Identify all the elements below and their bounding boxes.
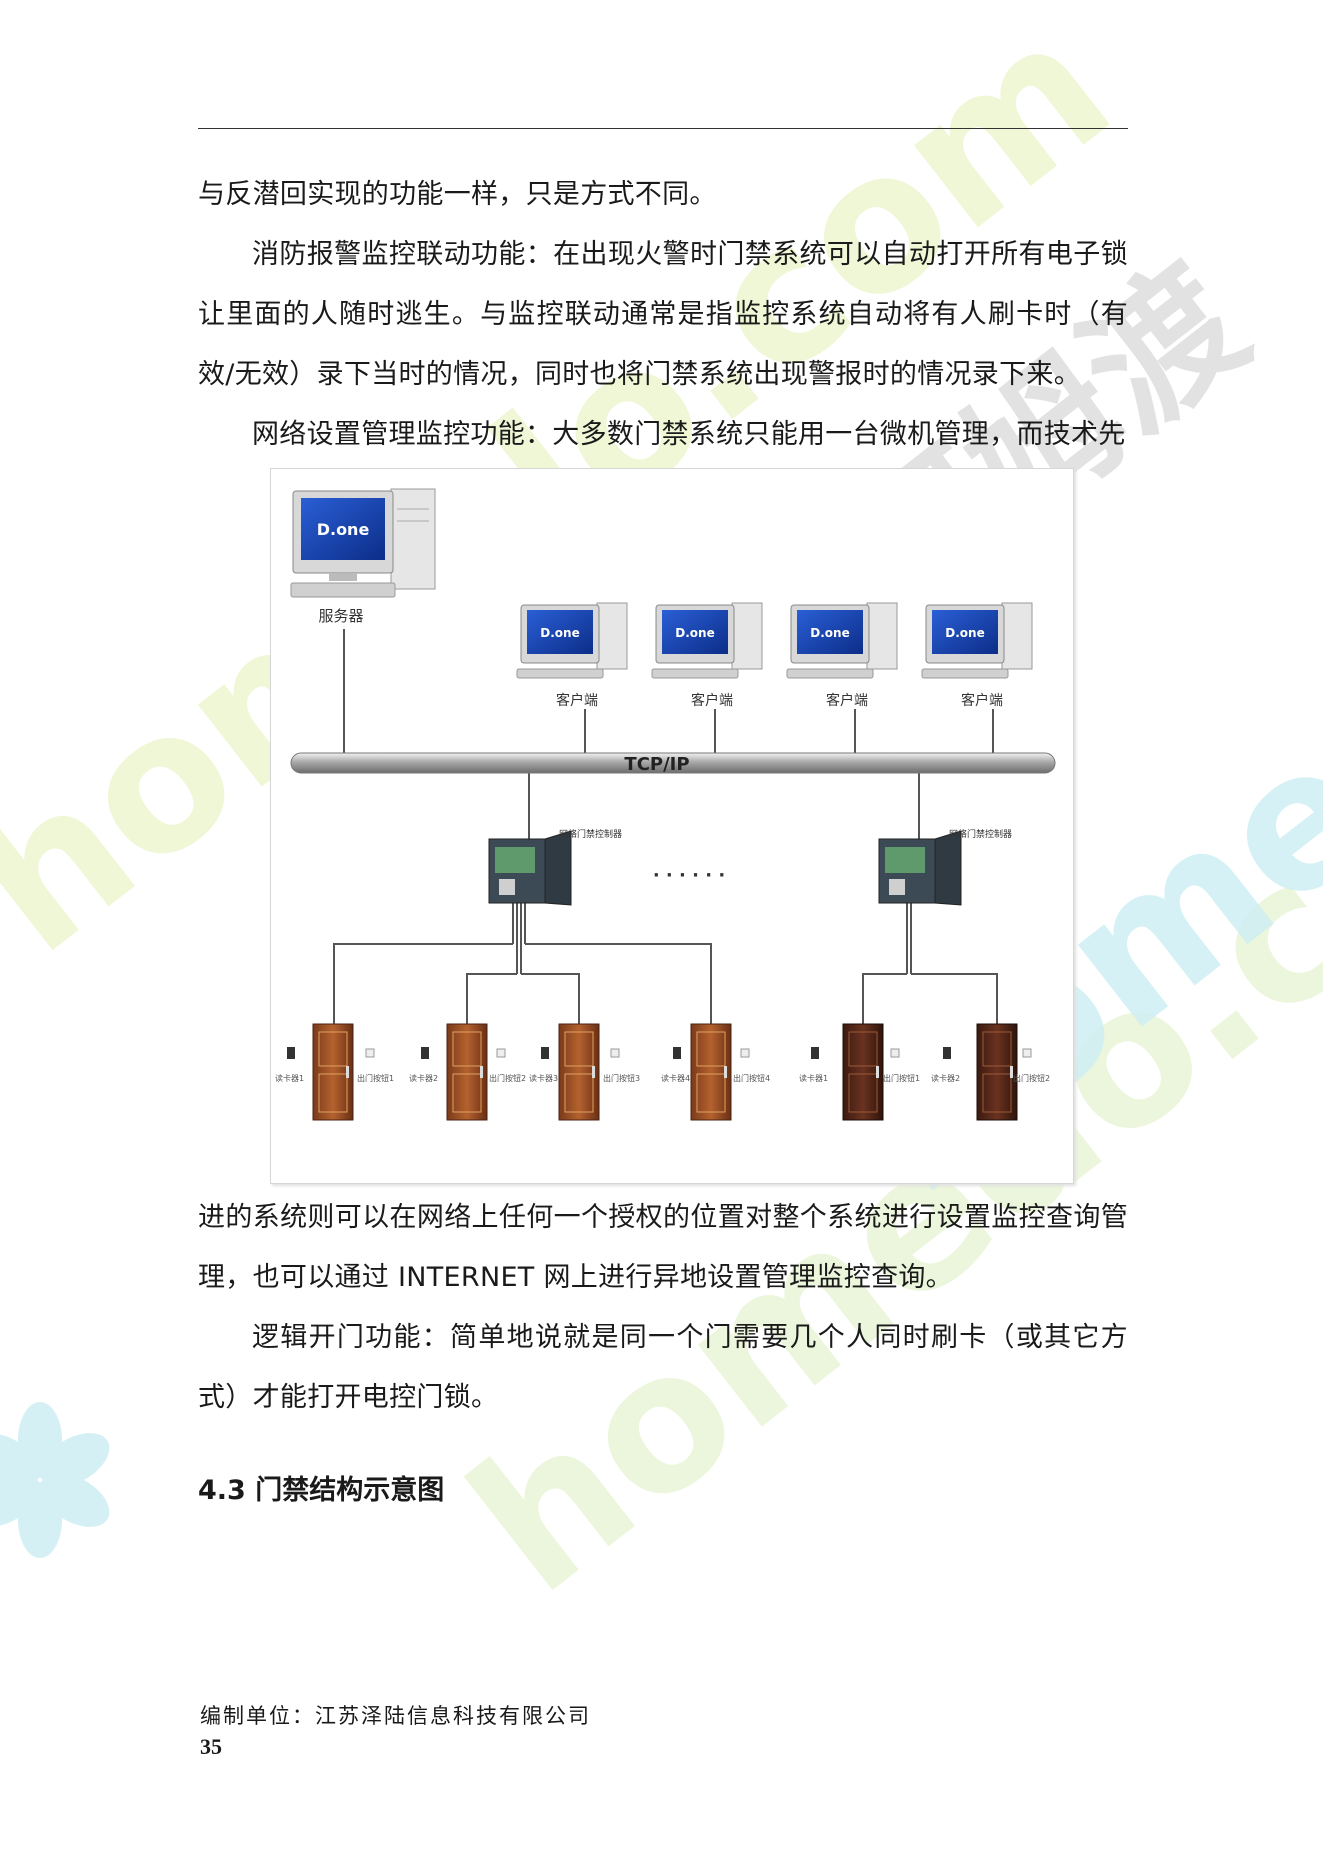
- client-label-2: 客户端: [691, 692, 733, 709]
- client-label-1: 客户端: [556, 692, 598, 709]
- reader-icon-1: [287, 1047, 295, 1059]
- reader-label-1: 读卡器1: [275, 1073, 304, 1083]
- controller-label-2: 网络门禁控制器: [949, 828, 1012, 840]
- paragraph-3: 网络设置管理监控功能：大多数门禁系统只能用一台微机管理，而技术先: [252, 419, 1126, 450]
- reader-icon-4: [673, 1047, 681, 1059]
- bus-label: TCP/IP: [624, 754, 689, 775]
- button-label-6: 出门按钮2: [1013, 1073, 1050, 1083]
- client-3-brand: D.one: [810, 626, 849, 640]
- exit-button-icon-1: [365, 1048, 375, 1058]
- controller-ellipsis: · · · · · ·: [653, 865, 725, 886]
- network-diagram-svg: TCP/IP D.one 服务器 D.one 客户端 D.one: [275, 488, 1056, 1121]
- button-label-5: 出门按钮1: [883, 1073, 920, 1083]
- reader-icon-2: [421, 1047, 429, 1059]
- paragraph-2: 消防报警监控联动功能：在出现火警时门禁系统可以自动打开所有电子锁让里面的人随时逃…: [198, 239, 1128, 390]
- button-label-4: 出门按钮4: [733, 1073, 770, 1083]
- paragraph-5: 逻辑开门功能：简单地说就是同一个门需要几个人同时刷卡（或其它方式）才能打开电控门…: [198, 1322, 1128, 1413]
- exit-button-icon-4: [740, 1048, 750, 1058]
- door-3: [558, 1023, 600, 1121]
- exit-button-icon-5: [890, 1048, 900, 1058]
- door-2: [446, 1023, 488, 1121]
- network-wires: [333, 629, 998, 1024]
- server-monitor-brand: D.one: [317, 520, 370, 539]
- server-computer: D.one 服务器: [290, 488, 436, 625]
- reader-label-2: 读卡器2: [409, 1073, 438, 1083]
- controller-label-1: 网络门禁控制器: [559, 828, 622, 840]
- button-label-2: 出门按钮2: [489, 1073, 526, 1083]
- controller-1: 网络门禁控制器: [488, 828, 622, 906]
- footer-unit: 编制单位：江苏泽陆信息科技有限公司: [200, 1704, 591, 1728]
- tcp-ip-bus: [290, 752, 1056, 774]
- reader-label-6: 读卡器2: [931, 1073, 960, 1083]
- paragraph-1: 与反潜回实现的功能一样，只是方式不同。: [198, 179, 717, 210]
- doors: [312, 1023, 1018, 1121]
- reader-icon-5: [811, 1047, 819, 1059]
- door-4: [690, 1023, 732, 1121]
- reader-icon-6: [943, 1047, 951, 1059]
- exit-button-icon-3: [610, 1048, 620, 1058]
- reader-label-3: 读卡器3: [529, 1073, 558, 1083]
- page-number: 35: [200, 1734, 222, 1759]
- client-1-brand: D.one: [540, 626, 579, 640]
- client-computer-4: D.one 客户端: [921, 602, 1033, 709]
- exit-button-icon-2: [496, 1048, 506, 1058]
- button-label-1: 出门按钮1: [357, 1073, 394, 1083]
- button-label-3: 出门按钮3: [603, 1073, 640, 1083]
- client-computer-1: D.one 客户端: [516, 602, 628, 709]
- reader-icon-3: [541, 1047, 549, 1059]
- client-2-brand: D.one: [675, 626, 714, 640]
- door-1: [312, 1023, 354, 1121]
- client-4-brand: D.one: [945, 626, 984, 640]
- network-diagram: TCP/IP D.one 服务器 D.one 客户端 D.one: [270, 468, 1074, 1184]
- section-heading: 4.3 门禁结构示意图: [198, 1475, 445, 1506]
- reader-label-4: 读卡器4: [661, 1073, 690, 1083]
- door-5: [842, 1023, 884, 1121]
- client-label-4: 客户端: [961, 692, 1003, 709]
- client-computer-3: D.one 客户端: [786, 602, 898, 709]
- server-label: 服务器: [318, 607, 363, 625]
- header-rule: [198, 128, 1128, 129]
- exit-button-icon-6: [1022, 1048, 1032, 1058]
- client-computer-2: D.one 客户端: [651, 602, 763, 709]
- door-6: [976, 1023, 1018, 1121]
- paragraph-4: 进的系统则可以在网络上任何一个授权的位置对整个系统进行设置监控查询管理，也可以通…: [198, 1202, 1128, 1293]
- client-label-3: 客户端: [826, 692, 868, 709]
- controller-2: 网络门禁控制器: [878, 828, 1012, 906]
- reader-label-5: 读卡器1: [799, 1073, 828, 1083]
